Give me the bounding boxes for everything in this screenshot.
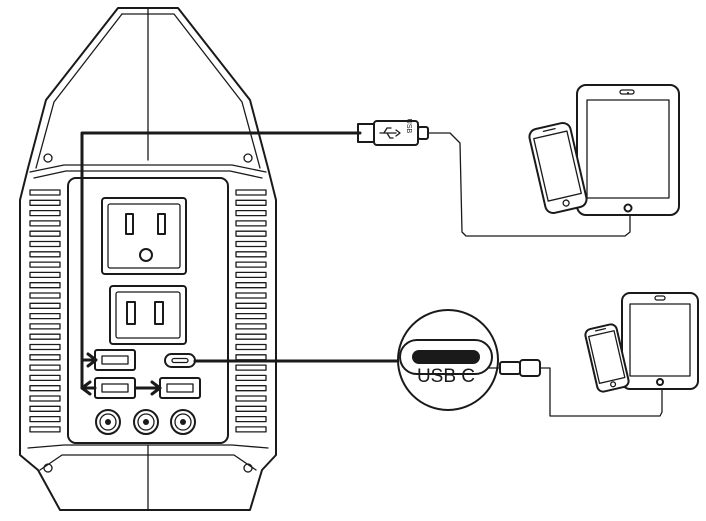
usb-c-label: USB C [417, 366, 475, 387]
phone-icon [528, 121, 588, 215]
usb-plug-label: USB [405, 119, 412, 134]
vent-slot [29, 426, 61, 433]
vent-slot [235, 271, 267, 279]
dc-port-2 [133, 409, 159, 435]
vent-slot [235, 395, 267, 402]
vent-slot [29, 209, 61, 217]
tablet-icon [576, 84, 680, 216]
vent-slot [29, 251, 61, 258]
dc-port-3 [170, 409, 196, 435]
usb-a-plug-icon: USB [357, 119, 429, 146]
vent-slot [29, 364, 61, 371]
vent-slot [29, 405, 61, 412]
vent-slot [235, 374, 267, 382]
vent-slot [235, 199, 267, 206]
vent-slot [235, 292, 267, 299]
vent-slot [235, 220, 267, 227]
vent-slot [29, 385, 61, 392]
usb-a-port-top [94, 349, 136, 371]
right-vent-grille [235, 189, 267, 433]
vent-slot [29, 261, 61, 268]
vent-slot [29, 230, 61, 237]
vent-slot [235, 189, 267, 196]
vent-slot [29, 189, 61, 196]
vent-slot [29, 302, 61, 309]
left-vent-grille [29, 189, 61, 433]
vent-slot [235, 282, 267, 289]
usb-a-port-bottom-right [159, 377, 201, 399]
usb-c-cable-to-tablet [539, 367, 663, 417]
vent-slot [235, 343, 267, 351]
vent-slot [235, 405, 267, 412]
vent-slot [29, 333, 61, 340]
vent-slot [235, 240, 267, 248]
ac-outlet-3-prong [101, 197, 187, 275]
usb-c-port [164, 353, 196, 368]
vent-slot [29, 312, 61, 320]
tablet-icon-2 [621, 292, 699, 390]
usb-a-port-bottom-left [94, 377, 136, 399]
vent-slot [29, 354, 61, 361]
usb-a-cable-to-tablet [427, 132, 631, 237]
usb-a-cable-path [80, 131, 362, 396]
vent-slot [235, 209, 267, 217]
vent-slot [235, 261, 267, 268]
vent-slot [235, 426, 267, 433]
vent-slot [235, 230, 267, 237]
vent-slot [235, 312, 267, 320]
vent-slot [29, 292, 61, 299]
usb-trident-icon [379, 127, 401, 139]
power-station-icon [19, 7, 277, 511]
ac-outlet-2-prong [109, 285, 187, 345]
vent-slot [29, 415, 61, 423]
usb-c-connector-detail: USB C [397, 309, 499, 411]
vent-slot [29, 220, 61, 227]
vent-slot [29, 343, 61, 351]
vent-slot [29, 323, 61, 330]
vent-slot [235, 302, 267, 309]
vent-slot [235, 364, 267, 371]
vent-slot [29, 282, 61, 289]
vent-slot [235, 323, 267, 330]
vent-slot [235, 415, 267, 423]
vent-slot [235, 354, 267, 361]
vent-slot [29, 271, 61, 279]
vent-slot [235, 251, 267, 258]
vent-slot [29, 199, 61, 206]
vent-slot [29, 240, 61, 248]
vent-slot [235, 385, 267, 392]
dc-port-1 [95, 409, 121, 435]
vent-slot [235, 333, 267, 340]
phone-icon-2 [584, 323, 630, 393]
vent-slot [29, 374, 61, 382]
vent-slot [29, 395, 61, 402]
